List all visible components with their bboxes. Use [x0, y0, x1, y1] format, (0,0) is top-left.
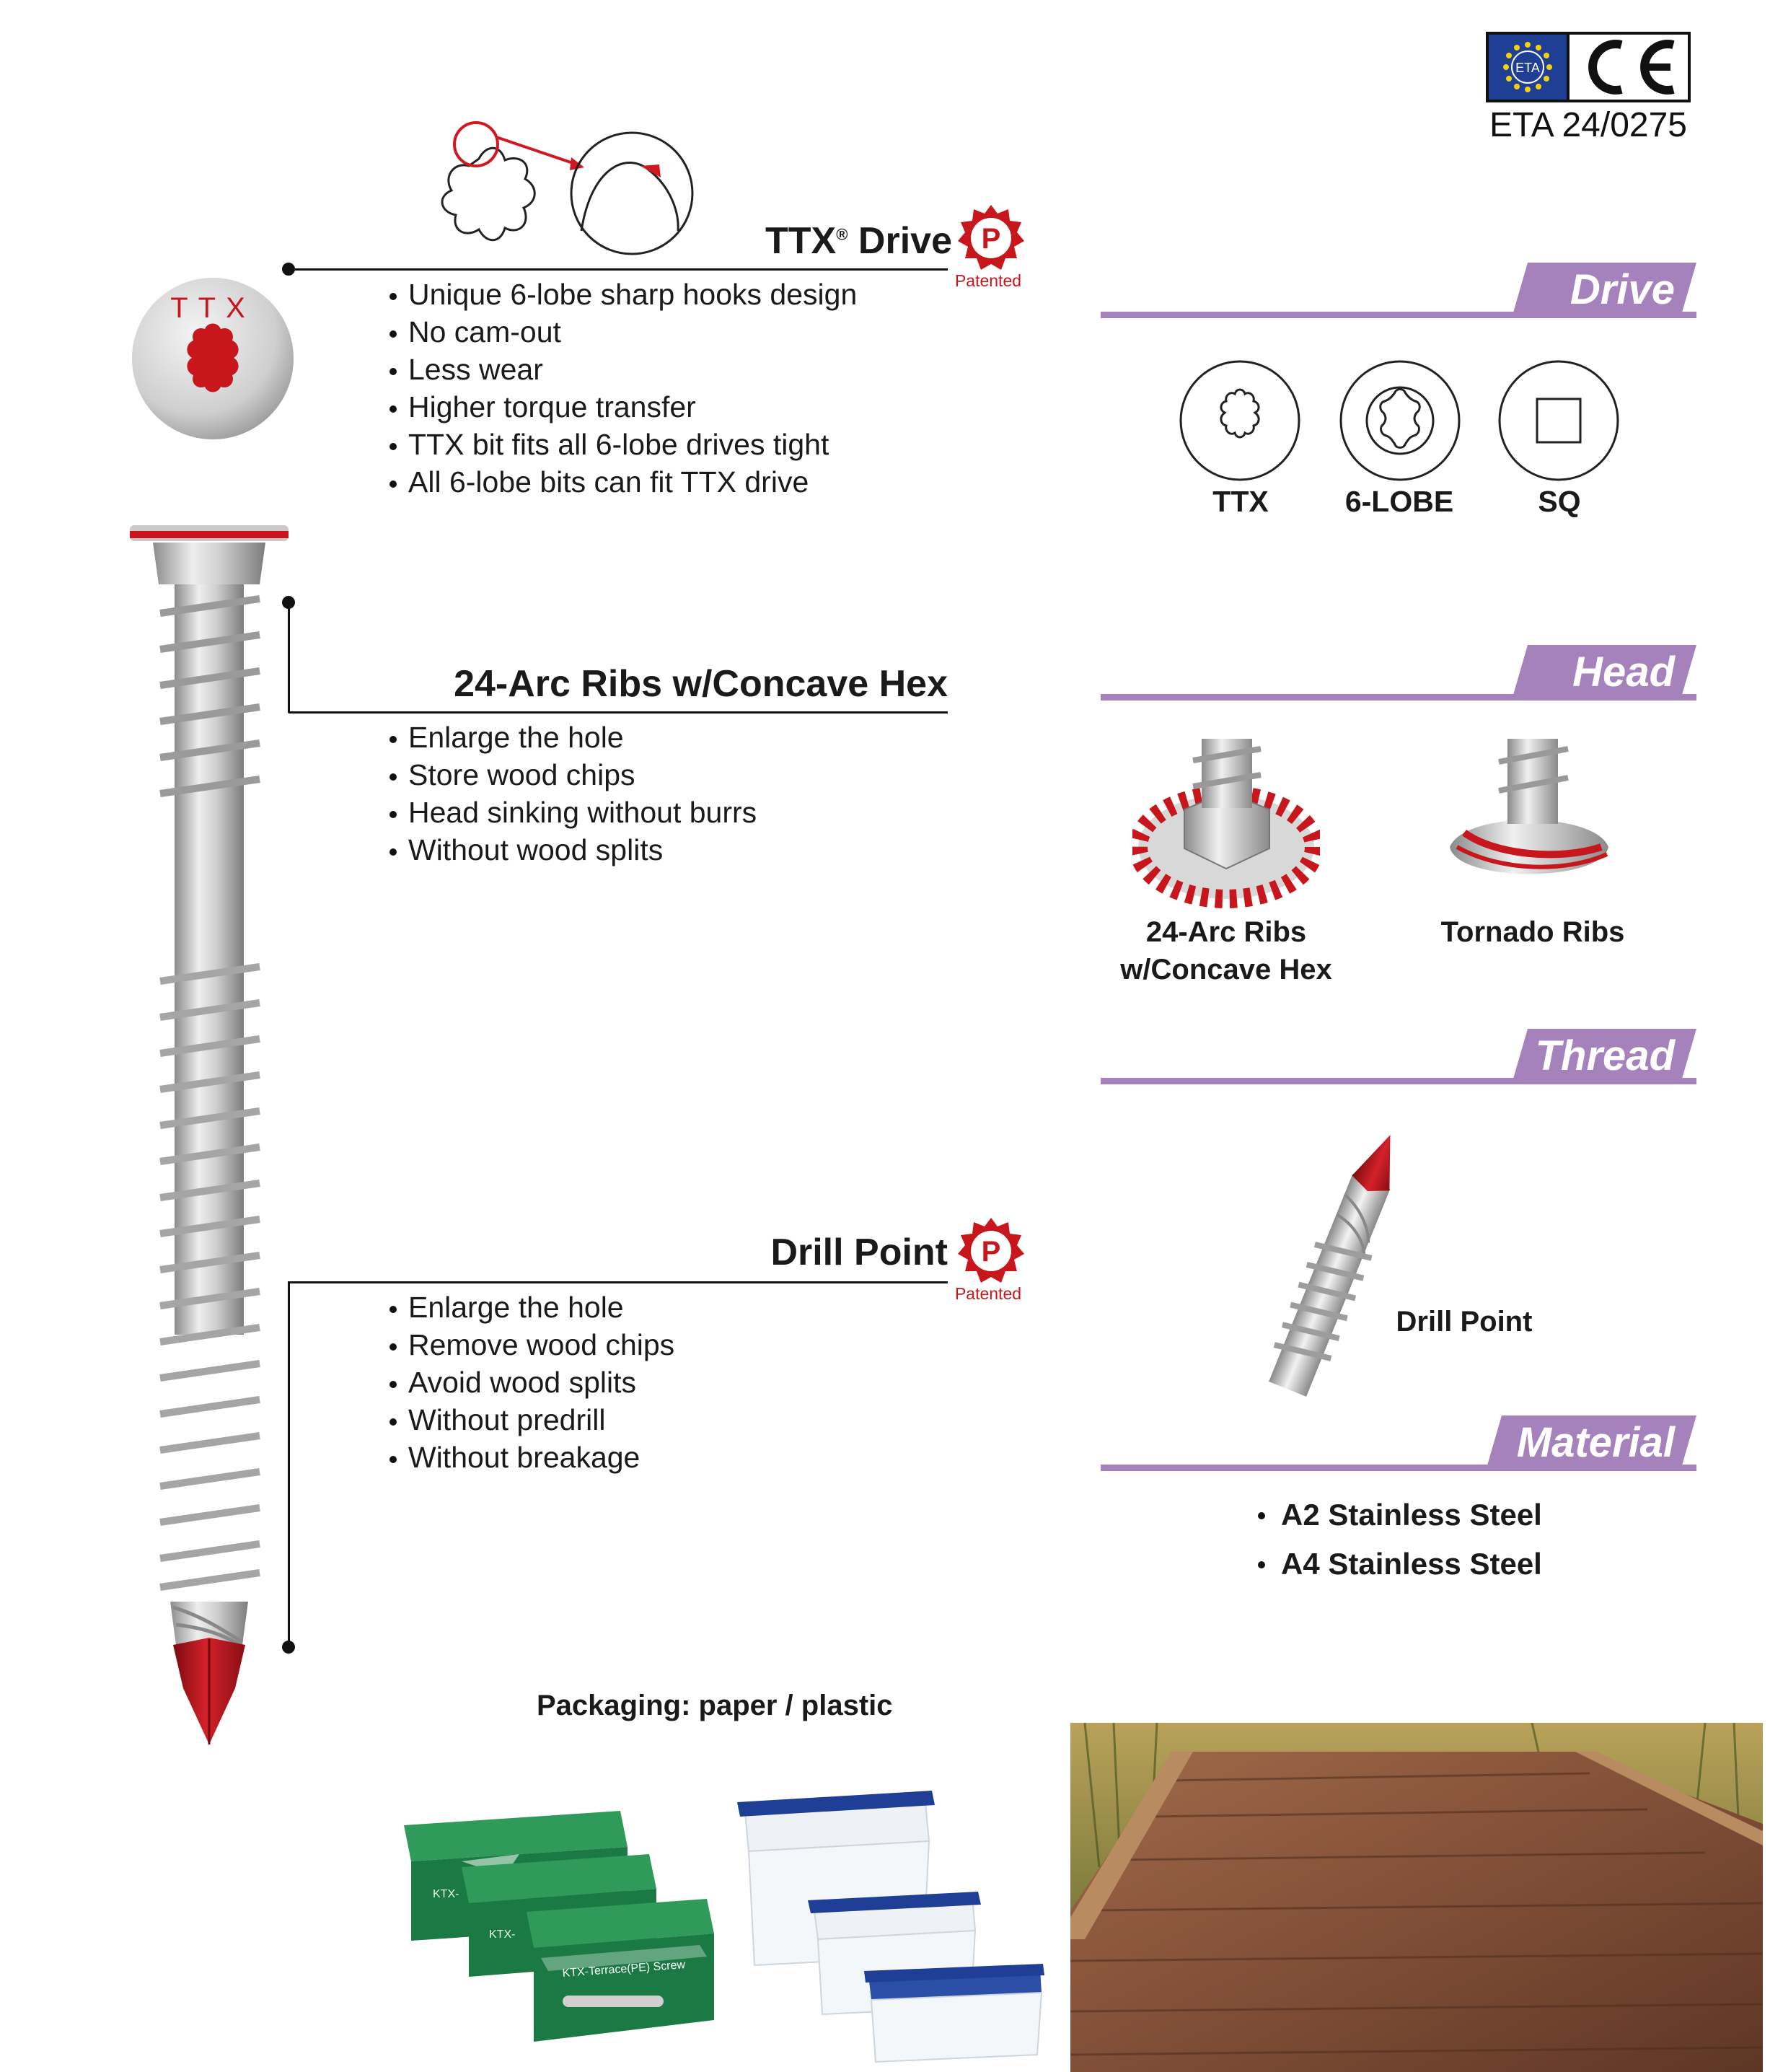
thread-label-drill-point: Drill Point [1396, 1306, 1533, 1338]
bullet-item: Without breakage [387, 1439, 674, 1476]
thread-drill-point-illustration [1269, 1135, 1391, 1397]
head-label-line: 24-Arc Ribs [1145, 916, 1307, 948]
drive-section-rule [1101, 312, 1696, 318]
tornado-ribs-head-illustration [1450, 739, 1608, 874]
svg-text:P: P [982, 1236, 1001, 1268]
bullet-item: Enlarge the hole [387, 1289, 674, 1326]
drive-section-tag: Drive [1512, 263, 1696, 317]
leader-line [289, 268, 948, 271]
eta-badge-text: ETA [1515, 61, 1540, 75]
six-lobe-drive-icon [1339, 360, 1461, 481]
screw-head-top-view: TTX [132, 278, 294, 439]
head-section-rule [1101, 694, 1696, 701]
head-label-tornado-ribs: Tornado Ribs [1440, 916, 1625, 948]
ttx-drive-icon [1179, 360, 1300, 481]
material-section-tag: Material [1486, 1415, 1696, 1470]
bullet-item: TTX bit fits all 6-lobe drives tight [387, 426, 857, 463]
head-label-line: w/Concave Hex [1120, 954, 1332, 985]
material-item: A2 Stainless Steel [1258, 1491, 1542, 1540]
bullet-item: Enlarge the hole [387, 719, 757, 756]
drive-label-6-lobe: 6-LOBE [1344, 485, 1454, 518]
leader-line [289, 1281, 948, 1283]
arc-ribs-title: 24-Arc Ribs w/Concave Hex [454, 663, 948, 705]
bullet-item: Without predrill [387, 1401, 674, 1439]
bullet-item: Higher torque transfer [387, 388, 857, 426]
bullet-item: Head sinking without burrs [387, 794, 757, 831]
plastic-containers-illustration [737, 1791, 1044, 2063]
screw-head-marking: TTX [170, 292, 255, 324]
ce-mark-icon [1570, 35, 1688, 100]
patent-label: Patented [954, 271, 1022, 290]
arc-ribs-head-illustration [1132, 739, 1320, 908]
leader-vertical [288, 1281, 290, 1648]
bullet-item: No cam-out [387, 313, 857, 351]
bullet-item: Without wood splits [387, 831, 757, 869]
drill-point-title: Drill Point [770, 1232, 948, 1273]
thread-section-tag: Thread [1512, 1029, 1696, 1084]
drive-label-ttx: TTX [1212, 485, 1269, 518]
patent-seal-icon: P [958, 1218, 1024, 1283]
drive-label-sq: SQ [1538, 485, 1581, 518]
thread-section-rule [1101, 1078, 1696, 1084]
ttx-title-text: TTX [765, 220, 837, 262]
square-drive-icon [1498, 360, 1619, 481]
ttx-drive-title: TTX® Drive [750, 219, 952, 263]
bullet-item: Avoid wood splits [387, 1364, 674, 1401]
arc-ribs-bullets: Enlarge the hole Store wood chips Head s… [387, 719, 757, 869]
bullet-item: All 6-lobe bits can fit TTX drive [387, 463, 857, 501]
eu-flag-icon: ETA [1489, 35, 1570, 100]
bullet-item: Store wood chips [387, 756, 757, 794]
ttx-drive-bullets: Unique 6-lobe sharp hooks design No cam-… [387, 276, 857, 501]
paper-box-text: KTX- [433, 1888, 459, 1900]
leader-vertical [288, 603, 290, 713]
ttx-recess-detail-illustration [441, 121, 694, 255]
patent-seal-icon: P [958, 205, 1024, 270]
head-label-arc-ribs: 24-Arc Ribs w/Concave Hex [1082, 913, 1370, 988]
paper-boxes-illustration: KTX- KTX- KTX-Terrace(PE) Screw [404, 1811, 714, 2042]
leader-dot [282, 596, 295, 609]
certification-box: ETA [1486, 32, 1691, 102]
ttx-title-suffix: Drive [858, 220, 952, 262]
patent-label: Patented [954, 1284, 1022, 1303]
drill-point-bullets: Enlarge the hole Remove wood chips Avoid… [387, 1289, 674, 1476]
paper-box-text: KTX- [489, 1928, 515, 1941]
wooden-deck-boardwalk-photo [1070, 1723, 1763, 2072]
material-section-rule [1101, 1465, 1696, 1471]
svg-text:P: P [982, 223, 1001, 255]
bullet-item: Unique 6-lobe sharp hooks design [387, 276, 857, 313]
material-list: A2 Stainless Steel A4 Stainless Steel [1258, 1491, 1542, 1589]
eta-number: ETA 24/0275 [1489, 106, 1687, 144]
bullet-item: Remove wood chips [387, 1326, 674, 1364]
screw-side-view [130, 525, 289, 1744]
head-section-tag: Head [1512, 645, 1696, 700]
packaging-label: Packaging: paper / plastic [537, 1690, 893, 1721]
bullet-item: Less wear [387, 351, 857, 388]
leader-dot [282, 1641, 295, 1654]
leader-line [289, 711, 948, 714]
material-item: A4 Stainless Steel [1258, 1540, 1542, 1589]
registered-mark: ® [836, 225, 848, 244]
